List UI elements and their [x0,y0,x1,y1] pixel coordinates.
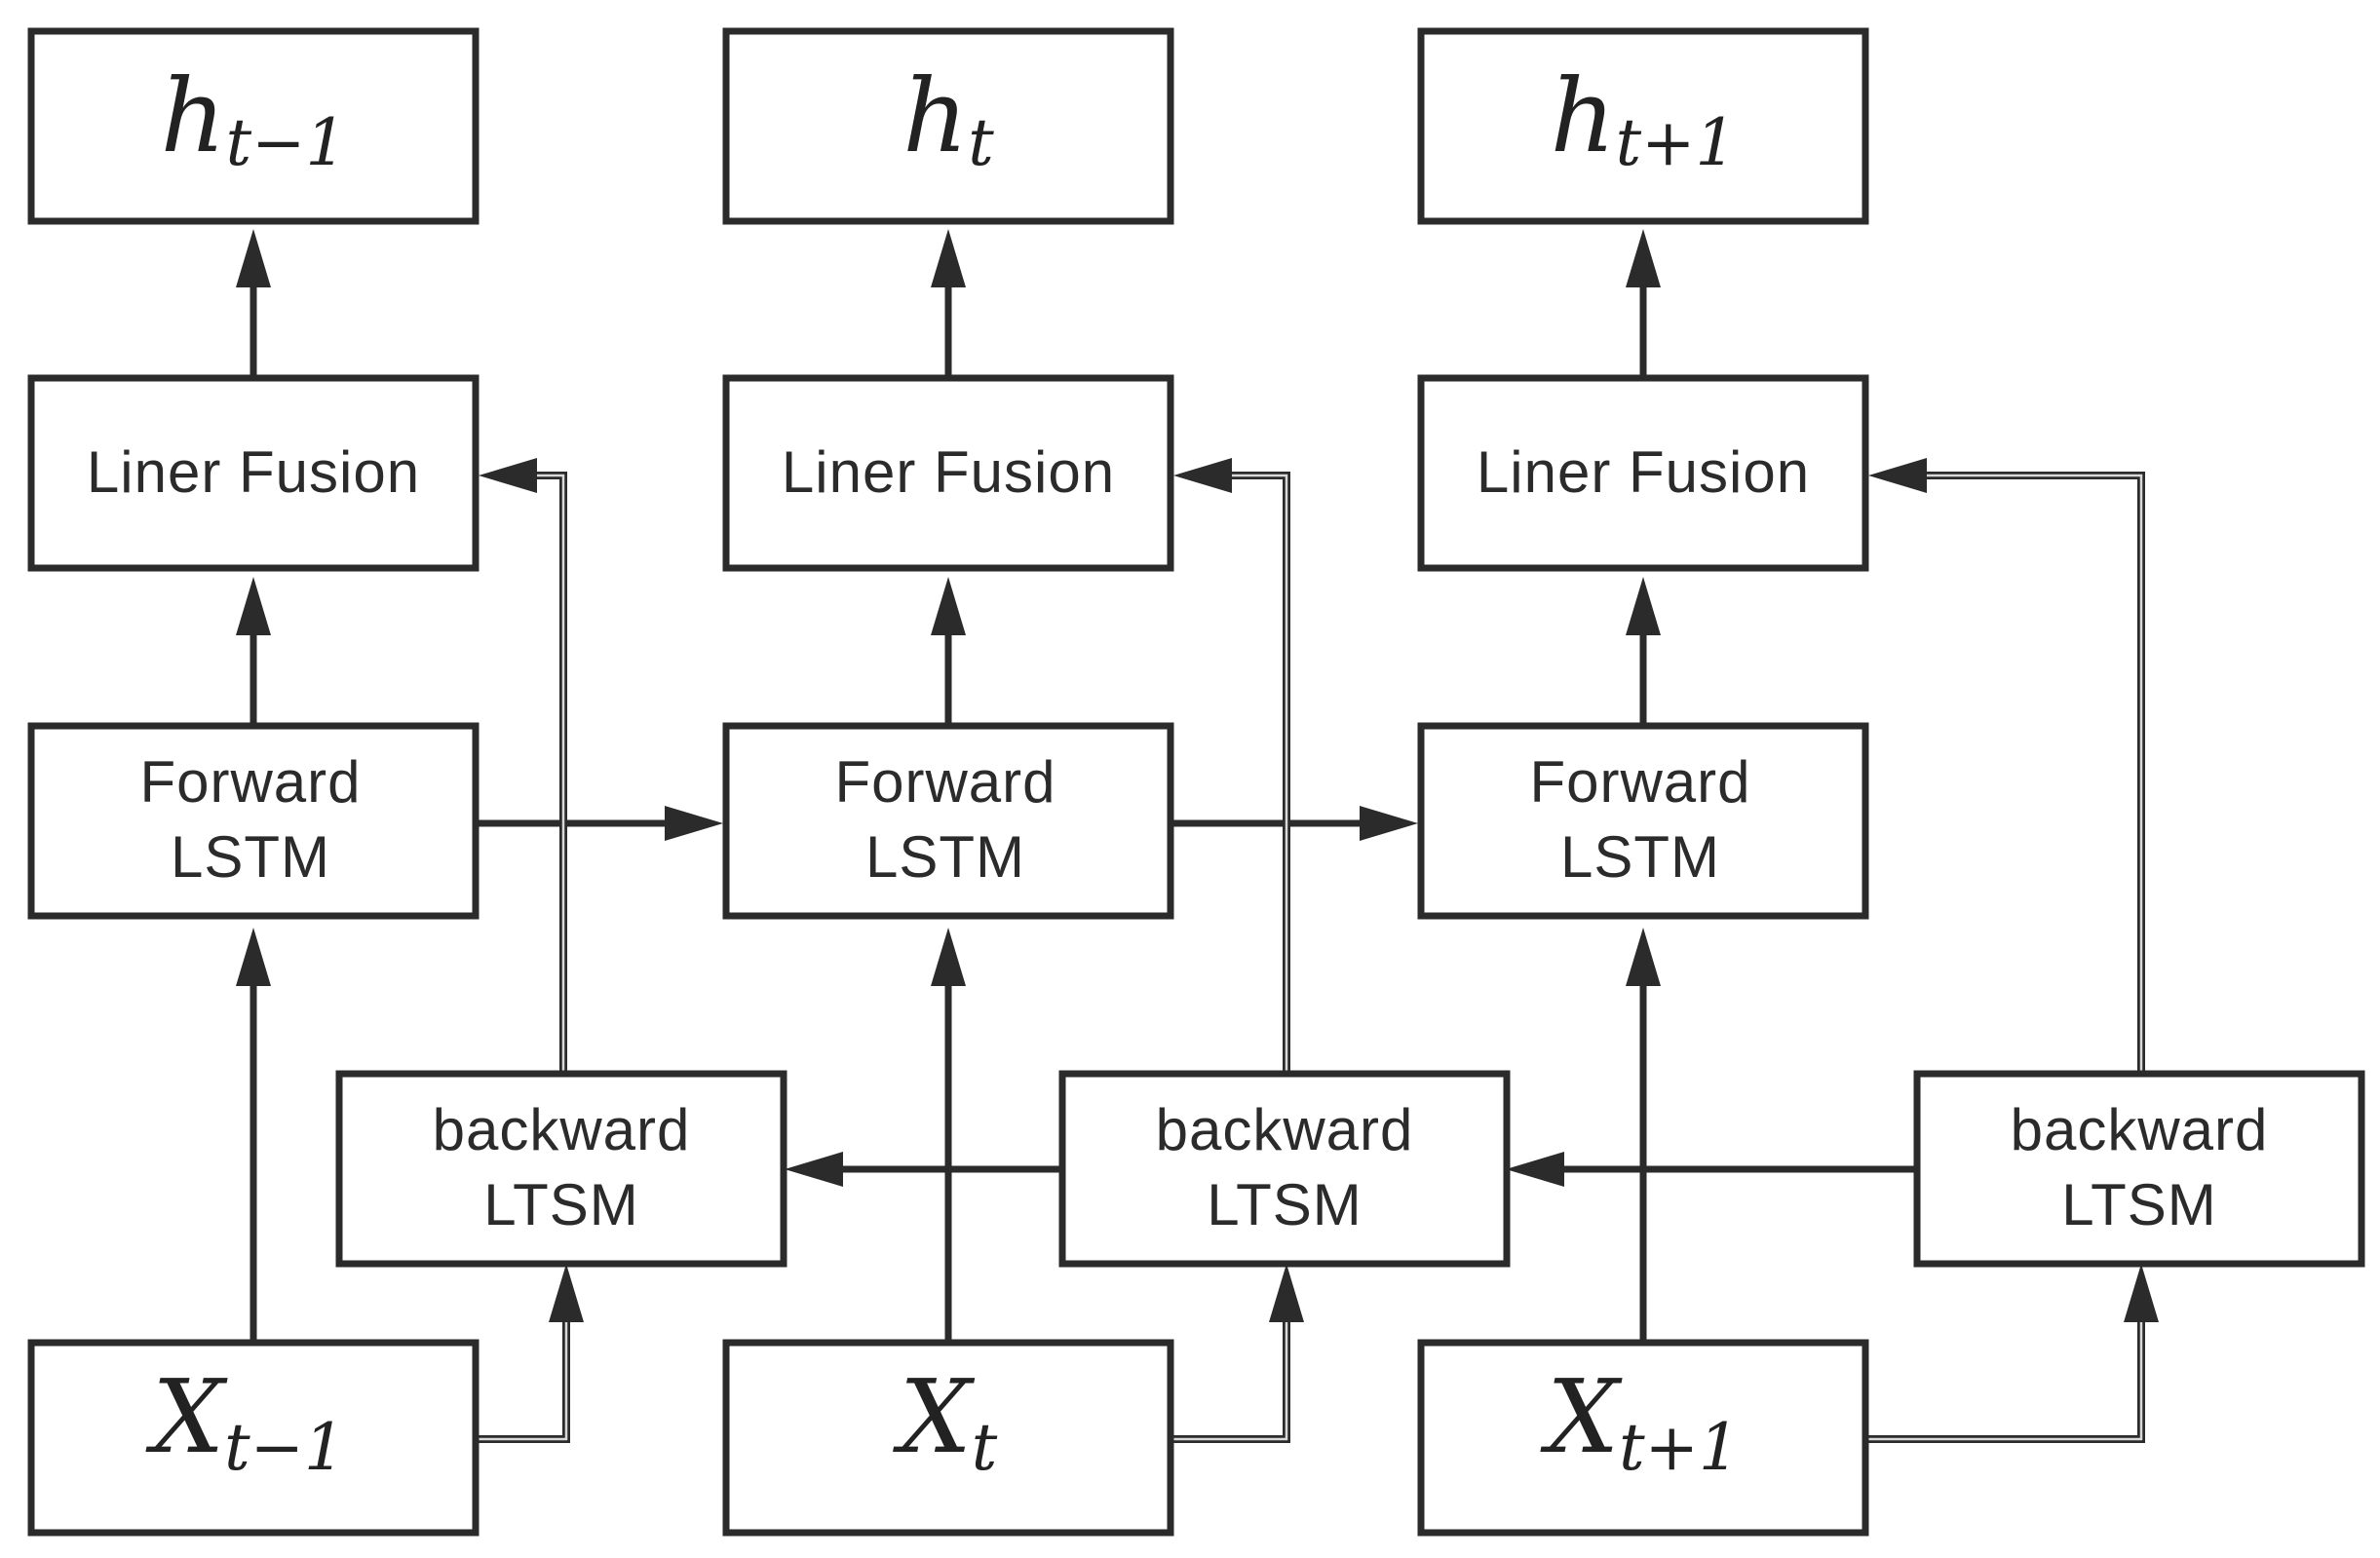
input-label-2: Xt [893,1357,998,1485]
output-symbol: h [1551,57,1616,175]
forward-label-line1: Forward [1529,749,1750,815]
arrowhead [1868,458,1927,493]
arrowhead [1360,806,1418,841]
fusion-box-1: Liner Fusion [27,374,480,572]
input-symbol: X [1540,1357,1623,1476]
output-label-3: ht+1 [1551,57,1737,180]
input-box-3: Xt+1 [1417,1339,1869,1537]
forward-label-line2: LSTM [1560,824,1720,890]
output-row: ht−1 ht ht+1 [27,27,1869,225]
forward-lstm-box-1: Forward LSTM [27,722,480,920]
backward-label-line2: LTSM [483,1172,639,1237]
arrowhead [1626,928,1661,986]
arrowhead [549,1264,584,1322]
connectors [236,229,2159,1443]
arrowhead [1626,577,1661,635]
input-to-backward-arrow-2 [1171,1320,1290,1443]
fusion-box-3: Liner Fusion [1417,374,1869,572]
output-box-3: ht+1 [1417,27,1869,225]
backward-label-line2: LTSM [2061,1172,2217,1237]
output-symbol: h [902,57,968,175]
backward-ltsm-box-3: backward LTSM [1913,1070,2365,1268]
input-subscript: t [972,1410,998,1485]
input-box-1: Xt−1 [27,1339,480,1537]
fusion-label-2: Liner Fusion [782,439,1115,505]
output-subscript: t [968,105,994,180]
backward-label-line2: LTSM [1207,1172,1363,1237]
output-symbol: h [161,57,226,175]
forward-row: Forward LSTM Forward LSTM Forward LSTM [27,722,1869,920]
forward-label-line1: Forward [834,749,1056,815]
fusion-label-1: Liner Fusion [87,439,420,505]
double-line-inner [1924,474,2143,1072]
input-row: Xt−1 Xt Xt+1 [27,1339,1869,1537]
arrowhead [236,229,271,287]
backward-ltsm-box-1: backward LTSM [335,1070,787,1268]
input-box-2: Xt [722,1339,1174,1537]
input-subscript: t+1 [1619,1410,1740,1485]
forward-label-line2: LSTM [865,824,1025,890]
fusion-label-3: Liner Fusion [1477,439,1810,505]
arrowhead [479,458,537,493]
backward-label-line1: backward [1156,1097,1414,1162]
double-line-inner [1229,474,1288,1072]
output-box-1: ht−1 [27,27,480,225]
input-to-backward-arrow-1 [476,1320,570,1443]
arrowhead [1626,229,1661,287]
input-label-3: Xt+1 [1540,1357,1740,1485]
forward-lstm-box-2: Forward LSTM [722,722,1174,920]
arrowhead [785,1152,843,1187]
fusion-row: Liner Fusion Liner Fusion Liner Fusion [27,374,1869,572]
input-symbol: X [893,1357,976,1476]
arrowhead [665,806,723,841]
arrowhead [1269,1264,1304,1322]
backward-row: backward LTSM backward LTSM backward LTS… [335,1070,2365,1268]
double-line-inner [534,474,565,1072]
arrowhead [236,577,271,635]
arrowhead [931,229,966,287]
arrowhead [1173,458,1232,493]
forward-label-line2: LSTM [171,824,330,890]
output-box-2: ht [722,27,1174,225]
arrowhead [931,577,966,635]
backward-to-fusion-arrow-2 [1229,472,1290,1072]
output-label-2: ht [902,57,994,180]
double-line-inner [476,1320,568,1441]
input-subscript: t−1 [224,1410,345,1485]
double-line-inner [1865,1320,2143,1441]
arrowhead [931,928,966,986]
double-line-inner [1171,1320,1288,1441]
arrowhead [2124,1264,2159,1322]
forward-label-line1: Forward [139,749,361,815]
output-subscript: t−1 [226,105,347,180]
backward-label-line1: backward [2011,1097,2269,1162]
input-label-1: Xt−1 [145,1357,345,1485]
backward-ltsm-box-2: backward LTSM [1058,1070,1511,1268]
input-symbol: X [145,1357,228,1476]
forward-lstm-box-3: Forward LSTM [1417,722,1869,920]
backward-to-fusion-arrow-1 [534,472,567,1072]
input-to-backward-arrow-3 [1865,1320,2145,1443]
backward-to-fusion-arrow-3 [1924,472,2145,1072]
output-subscript: t+1 [1616,105,1737,180]
output-label-1: ht−1 [161,57,347,180]
fusion-box-2: Liner Fusion [722,374,1174,572]
arrowhead [1506,1152,1564,1187]
backward-label-line1: backward [433,1097,691,1162]
arrowhead [236,928,271,986]
